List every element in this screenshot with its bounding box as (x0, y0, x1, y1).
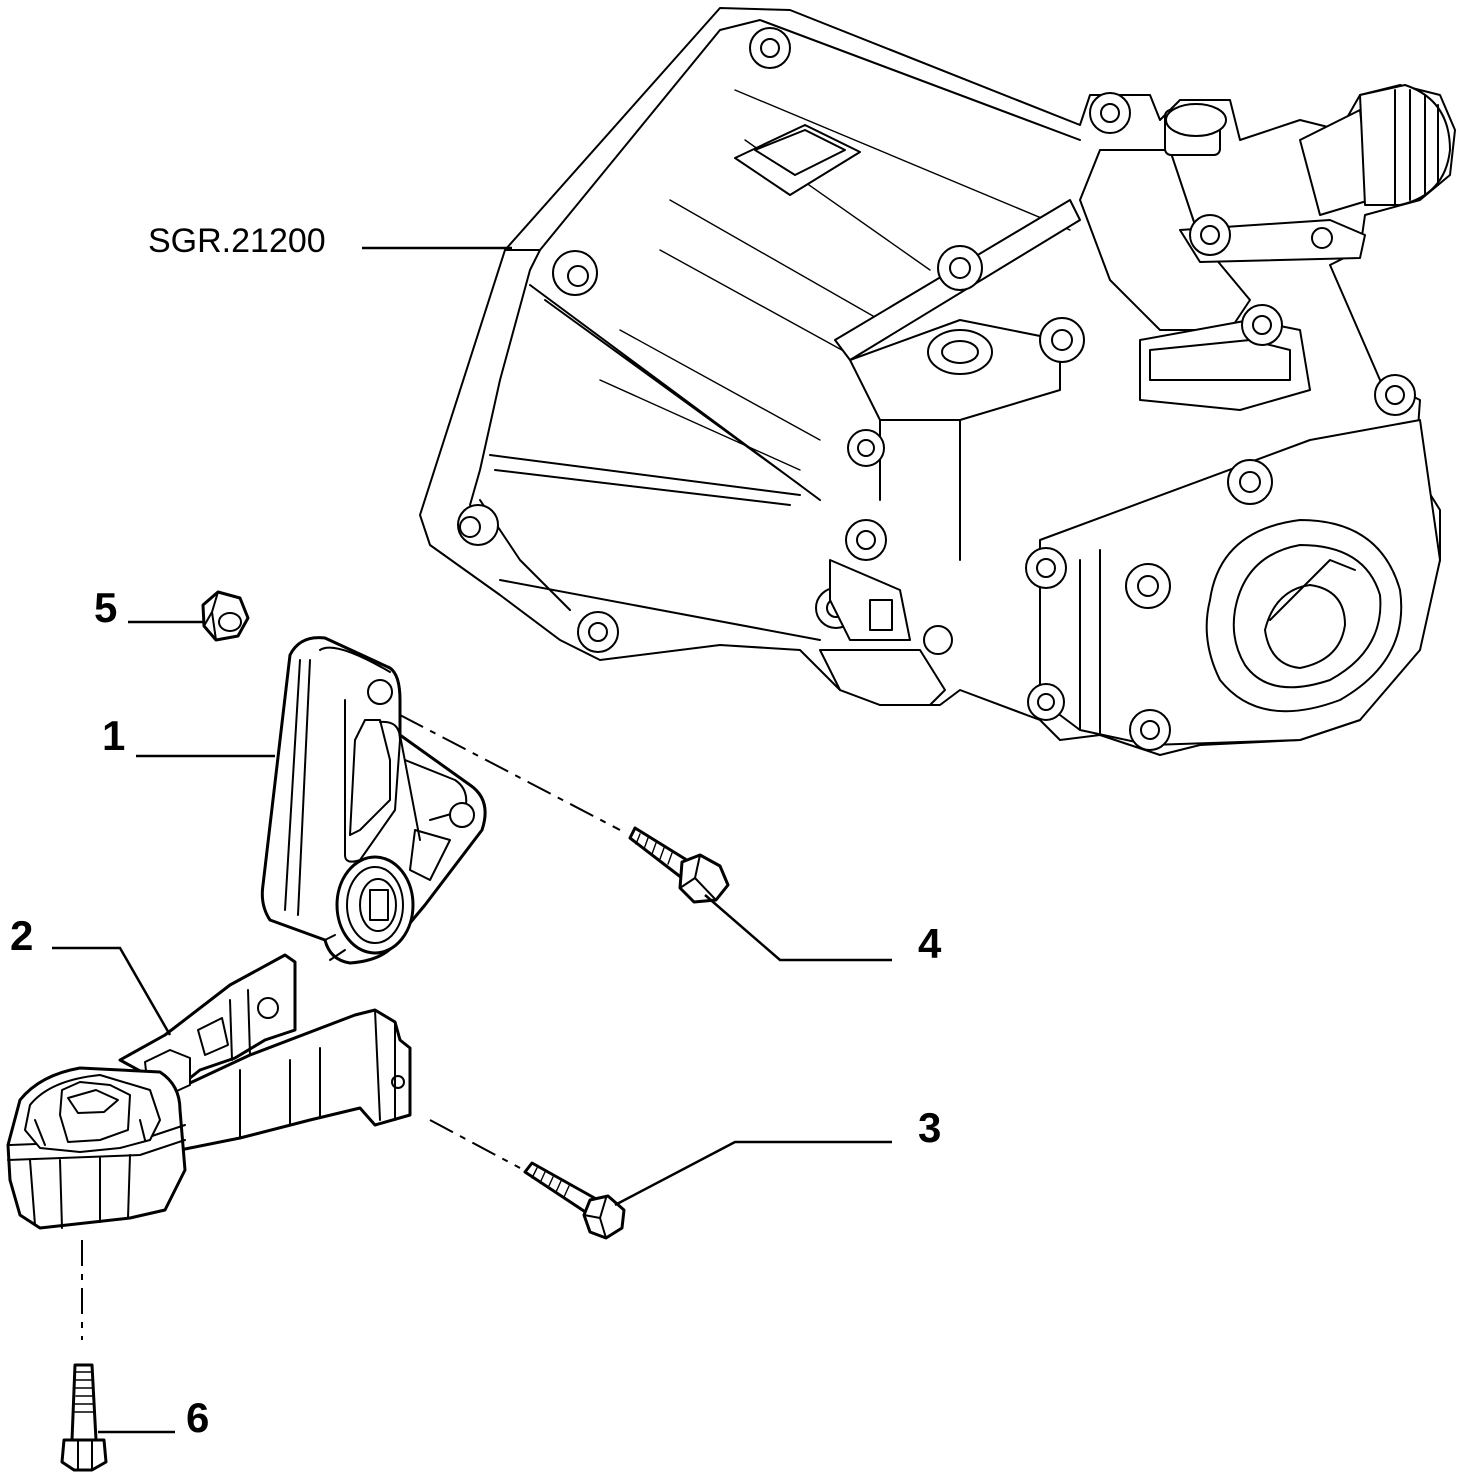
housing-bolt-12 (1125, 563, 1171, 609)
part-2-axis-line (429, 1119, 521, 1169)
callout-1: 1 (102, 712, 125, 759)
reference-label: SGR.21200 (148, 222, 326, 260)
housing-bolt-3 (1189, 214, 1231, 256)
housing-bolt-9 (1227, 459, 1273, 505)
part-2-lower-mount (6, 953, 412, 1230)
housing-bolt-13 (847, 429, 885, 467)
housing-bolt-15 (923, 625, 953, 655)
part-1-mount-bracket (260, 636, 487, 965)
part-6-long-bolt (60, 1363, 108, 1472)
part-5-nut (201, 590, 250, 642)
housing-bolt-11 (1025, 547, 1067, 589)
callout-2: 2 (10, 912, 33, 959)
housing-bolt-16 (1027, 683, 1065, 721)
callout-3: 3 (918, 1104, 941, 1151)
gearbox-assembly (419, 7, 1456, 756)
housing-bolt-1 (1089, 92, 1131, 134)
callout-4: 4 (918, 920, 942, 967)
housing-bolt-6 (1241, 304, 1283, 346)
callout-5: 5 (94, 584, 117, 631)
callout-3-leader (614, 1140, 892, 1207)
part-1-axis-line (399, 714, 621, 831)
housing-bolt-8 (1374, 374, 1416, 416)
callout-6: 6 (186, 1394, 209, 1441)
flange-boss-bottom (577, 611, 619, 653)
flange-boss-top (749, 27, 791, 69)
housing-bolt-5 (1039, 317, 1085, 363)
part-3-bolt (523, 1161, 626, 1240)
housing-bolt-7 (927, 329, 993, 375)
housing-bolt-10 (845, 519, 887, 561)
flange-boss-left-lower (457, 504, 499, 546)
callout-4-leader (704, 894, 892, 962)
part-4-flange-bolt (628, 826, 730, 904)
callout-2-leader (52, 946, 172, 1036)
housing-bolt-4 (937, 245, 983, 291)
flange-boss-left-upper (552, 250, 598, 296)
housing-bolt-2 (1164, 103, 1227, 156)
housing-bolt-17 (1129, 709, 1171, 751)
